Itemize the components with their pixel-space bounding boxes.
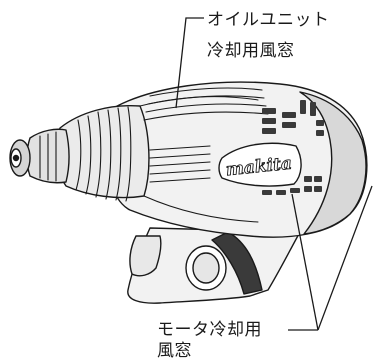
- motor-leader-1: [291, 193, 319, 331]
- side-grille: [149, 145, 211, 183]
- nose-ribs: [39, 106, 132, 202]
- upper-motor-vents: [262, 100, 324, 136]
- motor-leader-2: [317, 185, 373, 331]
- motor-label-line2: 風窓: [157, 341, 192, 358]
- tool-illustration: [9, 81, 368, 304]
- oil-unit-label-line1: オイルユニット: [207, 10, 330, 30]
- motor-cooling-vents: [262, 176, 322, 195]
- motor-label-line1: モータ冷却用: [157, 320, 262, 340]
- trigger: [129, 235, 162, 277]
- logo-panel: [218, 142, 302, 187]
- leader-lines: [175, 17, 373, 331]
- rubber-grip: [211, 231, 263, 295]
- rear-cap: [299, 91, 367, 235]
- oil-unit-leader: [175, 17, 204, 109]
- oil-unit-label-line2: 冷却用風窓: [207, 41, 295, 61]
